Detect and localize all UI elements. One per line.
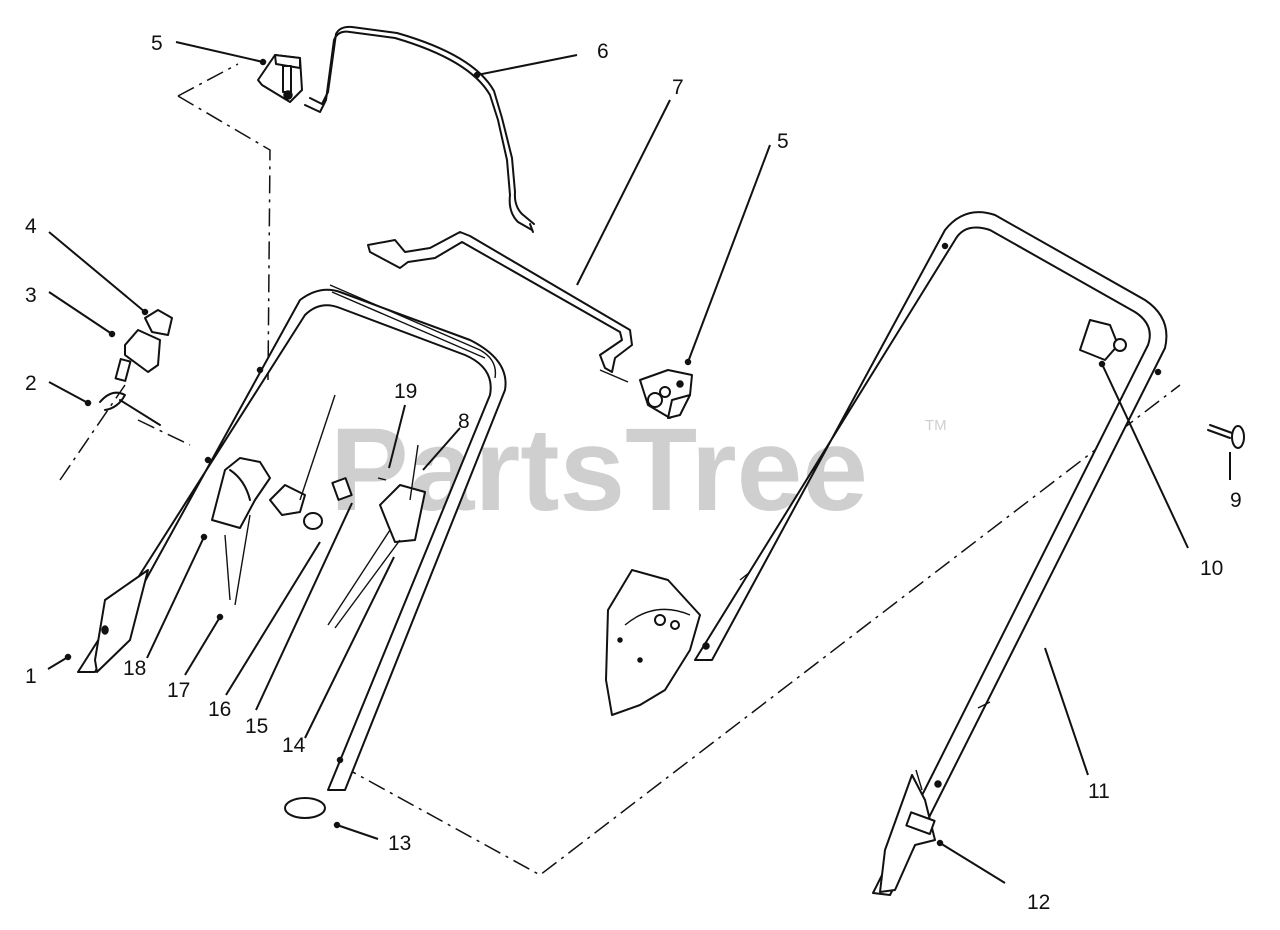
callout-13: 13 <box>388 832 411 855</box>
callout-5-top: 5 <box>151 32 163 55</box>
callout-17: 17 <box>167 679 190 702</box>
bracket-right <box>639 369 693 419</box>
watermark-trademark: TM <box>925 417 947 434</box>
callout-9: 9 <box>1230 489 1242 512</box>
callout-8: 8 <box>458 410 470 433</box>
control-bar <box>367 231 633 383</box>
callout-11: 11 <box>1088 780 1110 803</box>
callout-4: 4 <box>25 215 37 238</box>
callout-19: 19 <box>394 380 417 403</box>
callout-16: 16 <box>208 698 231 721</box>
lower-handle <box>77 284 507 819</box>
upper-handle <box>605 211 1245 896</box>
callout-7: 7 <box>672 76 684 99</box>
assembly-lines <box>59 63 1181 876</box>
callout-2: 2 <box>25 372 37 395</box>
cable-assembly <box>211 394 426 629</box>
callout-18: 18 <box>123 657 146 680</box>
callout-5-right: 5 <box>777 130 789 153</box>
callout-6: 6 <box>597 40 609 63</box>
bail-bar-upper <box>304 25 535 233</box>
callout-14: 14 <box>282 734 306 757</box>
callout-10: 10 <box>1200 557 1223 580</box>
watermark: PartsTree TM <box>330 404 947 536</box>
callout-15: 15 <box>245 715 268 738</box>
knob-assembly <box>99 309 173 426</box>
callout-3: 3 <box>25 284 37 307</box>
callout-labels: 5 6 7 5 4 3 2 19 8 9 10 11 12 13 14 15 1… <box>25 32 1242 914</box>
bracket-upper <box>257 54 303 103</box>
callout-1: 1 <box>25 665 37 688</box>
callout-12: 12 <box>1027 891 1050 914</box>
leader-lines <box>47 41 1231 884</box>
